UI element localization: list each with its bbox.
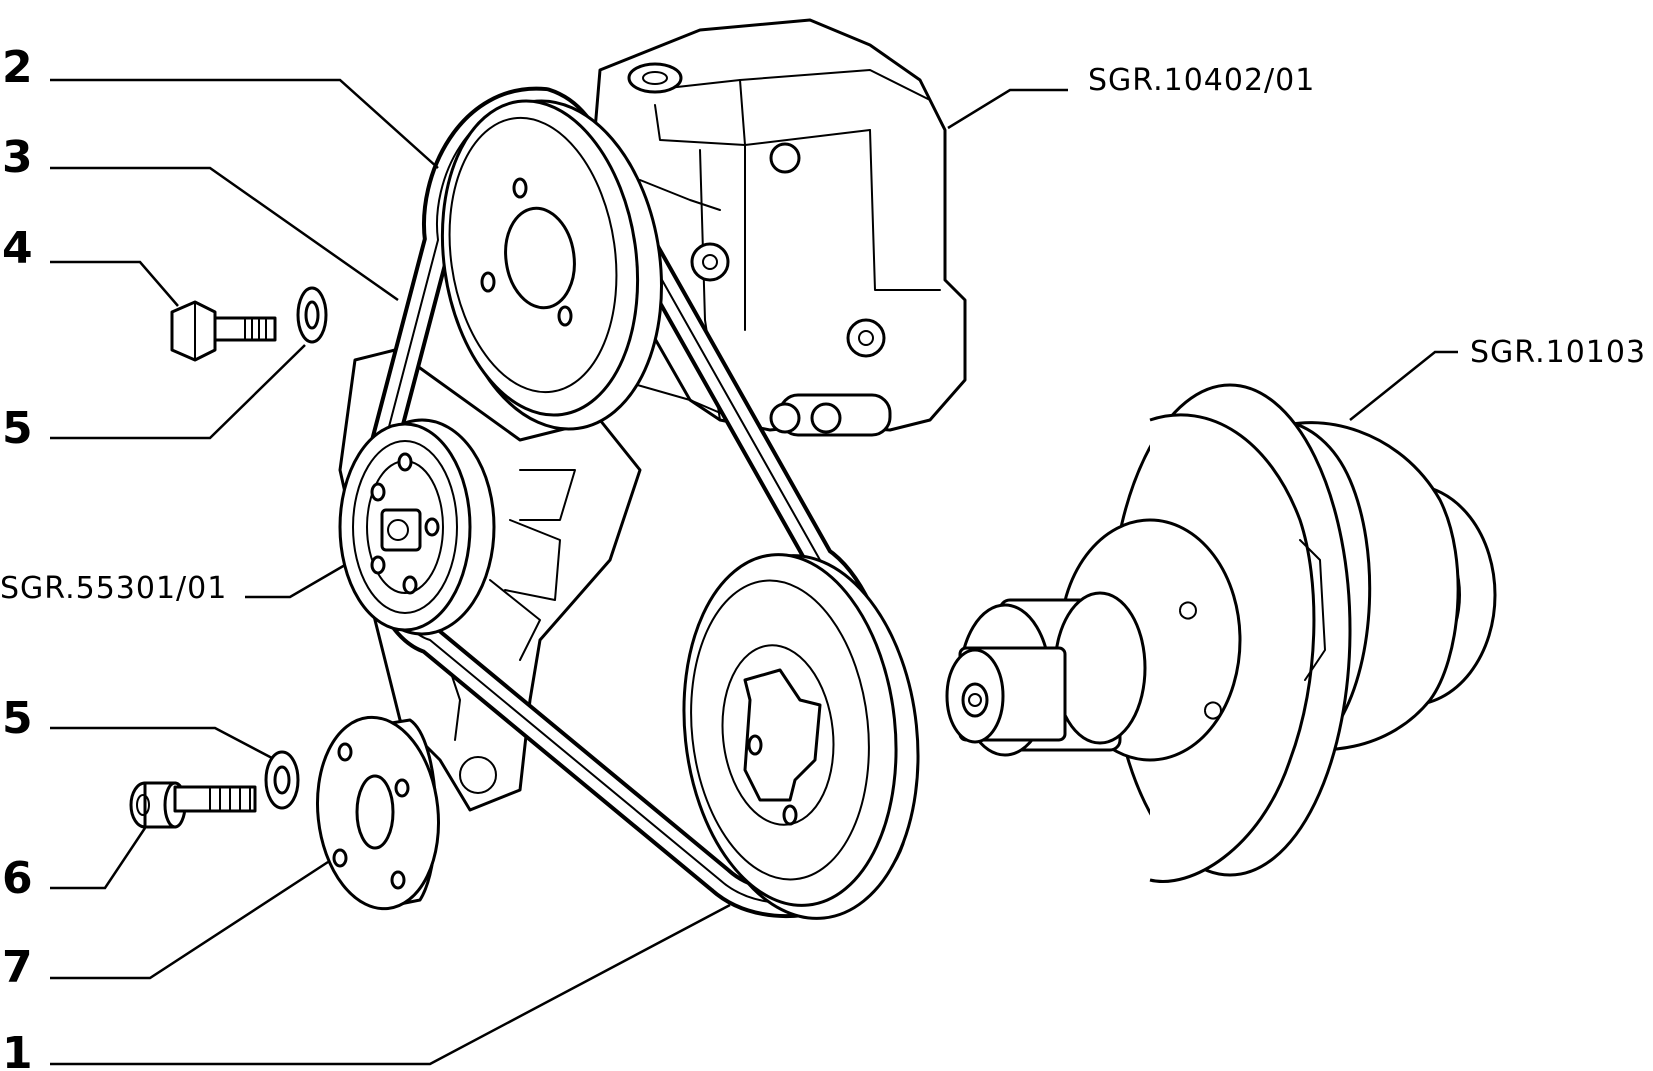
callout-6: 6 (2, 853, 33, 904)
pulley-icon (440, 99, 663, 431)
pulley-icon (682, 553, 920, 920)
callout-labels: 2 3 4 5 5 6 7 1 (2, 42, 33, 1071)
ref-alternator: SGR.10402/01 (1088, 63, 1315, 98)
ref-water-pump: SGR.55301/01 (0, 571, 227, 606)
bolt-icon (129, 781, 257, 829)
callout-5-upper: 5 (2, 403, 33, 454)
washer-icon (296, 286, 328, 344)
flange-icon (315, 715, 441, 911)
callout-5-lower: 5 (2, 693, 33, 744)
washer-icon (264, 750, 300, 810)
leader-lines (50, 78, 1458, 1066)
ref-crankshaft: SGR.10103 (1470, 335, 1646, 370)
reference-labels: SGR.10402/01 SGR.10103 SGR.55301/01 (0, 63, 1646, 606)
bolt-icon (170, 300, 277, 362)
pulley-icon (338, 418, 496, 636)
callout-1: 1 (2, 1028, 33, 1071)
callout-7: 7 (2, 942, 33, 993)
callout-4: 4 (2, 223, 33, 274)
callout-2: 2 (2, 42, 33, 93)
crankshaft-icon (945, 383, 1497, 883)
callout-3: 3 (2, 132, 33, 183)
